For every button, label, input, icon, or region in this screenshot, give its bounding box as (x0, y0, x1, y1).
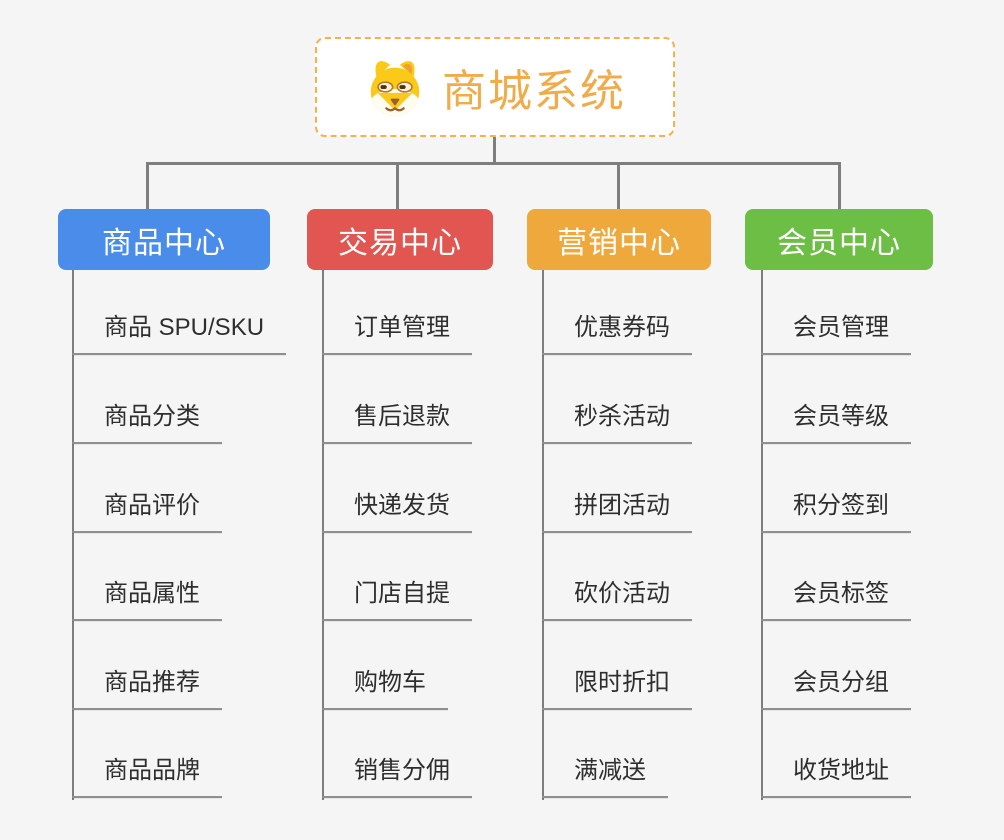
subtopic-member-management[interactable]: 会员管理 (761, 307, 911, 355)
subtopic-product-brand[interactable]: 商品品牌 (72, 750, 222, 798)
branch-topic-product-center[interactable]: 商品中心 (58, 209, 270, 270)
subtopic-product-attribute[interactable]: 商品属性 (72, 573, 222, 621)
subtopic-after-sales-refund[interactable]: 售后退款 (322, 396, 472, 444)
subtopic-coupon-code[interactable]: 优惠券码 (542, 307, 692, 355)
subtopic-member-group[interactable]: 会员分组 (761, 662, 911, 710)
subtopic-order-management[interactable]: 订单管理 (322, 307, 472, 355)
subtopic-group-buying[interactable]: 拼团活动 (542, 485, 692, 533)
connector-drop-member (838, 162, 841, 210)
subtopic-product-review[interactable]: 商品评价 (72, 485, 222, 533)
subtopic-flash-sale[interactable]: 秒杀活动 (542, 396, 692, 444)
subtopic-full-reduction[interactable]: 满减送 (542, 750, 668, 798)
connector-drop-trade (396, 162, 399, 210)
dog-face-icon (370, 61, 420, 117)
subtopic-member-level[interactable]: 会员等级 (761, 396, 911, 444)
connector-root-stub (493, 137, 496, 163)
connector-trunk-product (72, 270, 74, 800)
subtopic-sales-commission[interactable]: 销售分佣 (322, 750, 472, 798)
connector-drop-marketing (617, 162, 620, 210)
subtopic-product-category[interactable]: 商品分类 (72, 396, 222, 444)
connector-horizontal-bar (146, 162, 841, 165)
subtopic-product-spu-sku[interactable]: 商品 SPU/SKU (72, 307, 287, 355)
branch-topic-trade-center[interactable]: 交易中心 (307, 209, 493, 270)
subtopic-limited-time-discount[interactable]: 限时折扣 (542, 662, 692, 710)
branch-topic-member-center[interactable]: 会员中心 (745, 209, 933, 270)
subtopic-points-checkin[interactable]: 积分签到 (761, 485, 911, 533)
subtopic-express-shipping[interactable]: 快递发货 (322, 485, 472, 533)
subtopic-shopping-cart[interactable]: 购物车 (322, 662, 448, 710)
subtopic-store-pickup[interactable]: 门店自提 (322, 573, 472, 621)
root-topic-label: 商城系统 (442, 67, 626, 116)
subtopic-bargain-activity[interactable]: 砍价活动 (542, 573, 692, 621)
connector-trunk-member (761, 270, 763, 800)
subtopic-product-recommend[interactable]: 商品推荐 (72, 662, 222, 710)
branch-topic-marketing-center[interactable]: 营销中心 (527, 209, 711, 270)
root-topic[interactable]: 商城系统 (315, 37, 675, 137)
connector-trunk-trade (322, 270, 324, 800)
subtopic-member-tag[interactable]: 会员标签 (761, 573, 911, 621)
connector-trunk-marketing (542, 270, 544, 800)
subtopic-shipping-address[interactable]: 收货地址 (761, 750, 911, 798)
connector-drop-product (146, 162, 149, 210)
